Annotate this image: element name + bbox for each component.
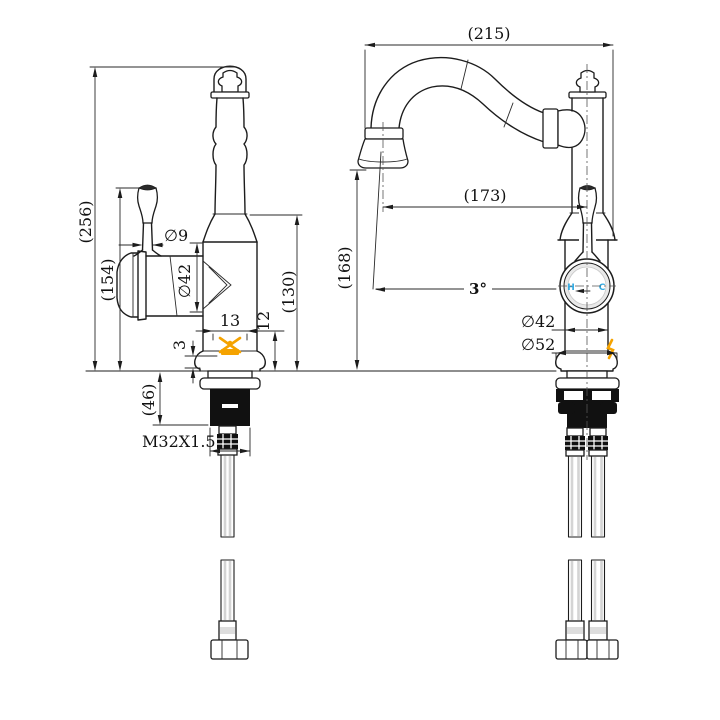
hose2-collar: [588, 449, 608, 457]
left-view-faucet: [116, 65, 266, 660]
nut-foot-right: [600, 402, 617, 414]
hex-facets-front: [565, 639, 610, 660]
dim-logo-base-gap: 3: [170, 340, 189, 350]
dim-left-handle-height: (154): [98, 258, 117, 301]
finial-collar-front: [568, 91, 607, 99]
dim-logo-width: 13: [220, 311, 240, 330]
hoses-lower: [567, 559, 606, 622]
hoses-upper: [567, 455, 606, 538]
elbow-bulge: [557, 109, 586, 149]
hose-tube2-shading: [223, 561, 232, 620]
dim-stem-diameter: ∅9: [164, 226, 188, 245]
dim-thread-spec: M32X1.5: [142, 432, 216, 451]
spout-inner-curve: [398, 85, 545, 143]
dim-left-total-height: (256): [76, 200, 95, 243]
hose2-connector: [589, 427, 607, 437]
dim-base-dia: ∅52: [521, 335, 555, 354]
dim-logo-offset: 12: [254, 311, 273, 331]
hose2-band: [590, 627, 606, 634]
hose-tube-lower: [220, 559, 235, 622]
column-right-edge: [242, 97, 248, 215]
hose-connector-top: [218, 425, 237, 435]
hose-tube-shading: [223, 456, 232, 536]
handle-knob: [136, 187, 159, 224]
body-chevron-inner: [208, 266, 228, 304]
hose1-collar: [565, 449, 585, 457]
brand-logo: [218, 336, 242, 355]
dim-outlet-height: (168): [335, 246, 354, 289]
body-chevron-outer: [202, 260, 232, 310]
hose-tube-upper: [220, 454, 235, 538]
handle-stem-front: [582, 222, 593, 253]
spout-seams: [460, 59, 514, 128]
hoses-shading-lower: [570, 561, 603, 620]
right-view-faucet: H C: [357, 57, 620, 660]
dim-outlet-angle: 3°: [469, 280, 487, 298]
body-sides: [202, 241, 258, 352]
hose-collar: [217, 448, 238, 456]
brand-logo-side: [606, 338, 615, 360]
cartridge-cylinder: [145, 255, 204, 317]
dim-right-body-dia: ∅42: [521, 312, 555, 331]
elbow-ring: [542, 108, 559, 149]
hose-thread-grids: [565, 436, 608, 450]
hex-nut-facets: [221, 639, 238, 660]
bell-right: [244, 213, 258, 243]
nut-slot-left: [564, 391, 583, 400]
handle-cap-front: [579, 185, 596, 191]
cold-label: C: [599, 283, 606, 293]
hose-thread-grid: [217, 434, 238, 449]
deck-collar: [207, 370, 253, 379]
column-front-edges: [571, 97, 604, 214]
angle-label-mask: [464, 280, 492, 297]
washer-front: [555, 377, 620, 390]
cartridge-ring: [137, 250, 147, 321]
rosette-cap: [116, 252, 139, 318]
finial-collar: [210, 91, 250, 99]
hose1-thread: [565, 436, 585, 450]
dim-left-underdeck: (46): [139, 384, 158, 417]
hose-thread-block: [217, 434, 238, 449]
spout-arch-outline: [213, 65, 247, 94]
handle-stem: [141, 222, 154, 251]
nut-foot-left: [558, 402, 575, 414]
dim-left-body-height: (130): [279, 270, 298, 313]
outlet-flare: [357, 138, 409, 169]
handle-knob-cap: [138, 184, 157, 191]
hose2-thread: [588, 436, 608, 450]
hex-nut-left: [555, 639, 588, 660]
shank-dash: [222, 404, 238, 408]
dimensions-left-view: (256) (154) (130) (46) ∅9 ∅42 13 12 3: [76, 66, 303, 457]
cartridge-seam: [169, 255, 178, 317]
spout-outer-curve: [370, 57, 545, 129]
dimensions-right-view: (215) (173) (168) 3° ∅42 ∅52: [335, 24, 618, 370]
dim-left-body-dia: ∅42: [175, 264, 194, 298]
hose1-connector: [566, 427, 584, 437]
washer: [199, 377, 261, 390]
nut-slot-right: [592, 391, 611, 400]
hex-nut-right: [586, 639, 619, 660]
bell-left: [202, 213, 216, 243]
outlet-collar: [364, 127, 404, 140]
column-left-edge: [212, 97, 218, 215]
handle-stem-foot: [133, 249, 162, 257]
hot-label: H: [567, 283, 575, 293]
dim-spout-reach: (173): [463, 186, 506, 205]
hoses-shading-upper: [570, 457, 603, 536]
hose1-band: [567, 627, 583, 634]
dim-total-width: (215): [467, 24, 510, 43]
hose-end-band: [220, 627, 235, 634]
finial-knob: [217, 69, 243, 93]
handle-foot-front: [574, 251, 601, 262]
finial-knob-front: [575, 69, 600, 93]
hex-nut: [210, 639, 249, 660]
medallion-arrow-head: [575, 288, 584, 294]
bell-front: [559, 212, 616, 241]
